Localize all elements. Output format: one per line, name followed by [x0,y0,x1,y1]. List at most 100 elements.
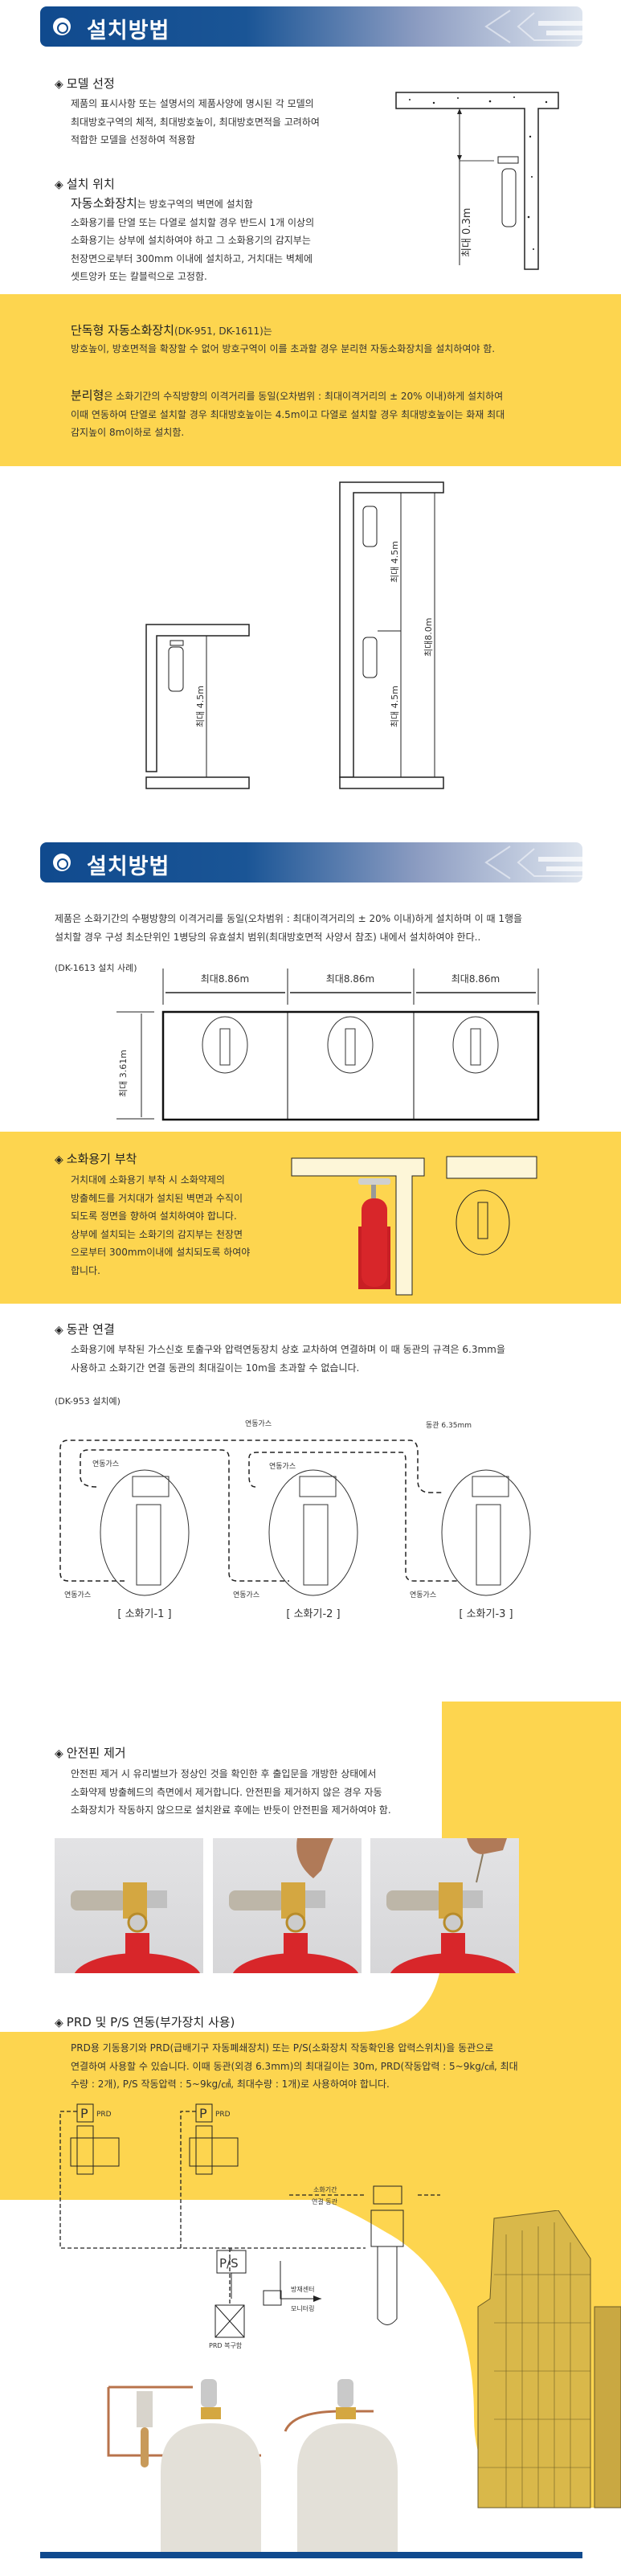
separate-bold: 분리형 [71,388,104,403]
ps-label: P/S [219,2256,239,2271]
model-heading: ◈모델 선정 [55,75,115,92]
gas-label: 연동가스 [245,1419,272,1428]
copper-heading: ◈동관 연결 [55,1321,115,1337]
example-label: (DK-1613 설치 사례) [55,963,137,973]
diamond-bullet-icon: ◈ [55,1153,63,1166]
pipe-label: 연결 동관 [312,2197,338,2205]
diamond-bullet-icon: ◈ [55,1747,63,1760]
spacing-label: 최대8.86m [201,973,250,985]
text-line: 방출헤드를 거치대가 설치된 벽면과 수직이 [71,1192,243,1204]
lead-bold: 자동소화장치 [71,196,137,211]
double-row-diagram: 최대 4.5m 최대 4.5m 최대8.0m [339,481,444,789]
model-text: 제품의 표시사항 또는 설명서의 제품사양에 명시된 각 모델의 최대방호구역의… [71,95,320,149]
info-band [0,294,621,466]
diamond-bullet-icon: ◈ [55,1324,63,1337]
position-text: 자동소화장치는 방호구역의 벽면에 설치함 소화용기를 단열 또는 다열로 설치… [71,195,314,286]
section-header: 설치방법 [40,6,582,47]
circle-arrow-icon [53,854,71,871]
separate-rest: 은 소화기간의 수직방향의 이격거리를 동일(오차범위 : 최대이격거리의 ± … [104,391,504,402]
circle-arrow-icon [53,18,71,35]
diamond-bullet-icon: ◈ [55,2017,63,2029]
height-diagrams: 최대 4.5m 최대 4.5m 최대 4.5m 최대8.0m [145,481,444,789]
text-line: 제품은 소화기간의 수평방향의 이격거리를 동일(오차범위 : 최대이격거리의 … [55,913,523,924]
text-line: 소화약제 방출헤드의 측면에서 제거합니다. 안전핀을 제거하지 않은 경우 자… [71,1786,382,1798]
spacing-diagram: 최대8.86m 최대8.86m 최대8.86m 최대 3.61m [116,969,540,1121]
height-label: 최대 4.5m [390,686,400,727]
copper-text: 소화용기에 부착된 가스신호 토출구와 압력연동장치 상호 교차하여 연결하며 … [71,1341,505,1377]
pipe-label: 소화기간 [313,2185,337,2193]
text-line: 감지높이 8m이하로 설치함. [71,427,185,438]
standalone-bold: 단독형 자동소화장치 [71,323,174,338]
prd-symbol: P [199,2106,207,2121]
pin-text: 안전핀 제거 시 유리벌브가 정상인 것을 확인한 후 출입문을 개방한 상태에… [71,1765,391,1820]
separate-text: 분리형은 소화기간의 수직방향의 이격거리를 동일(오차범위 : 최대이격거리의… [71,387,505,442]
position-heading: ◈설치 위치 [55,175,115,192]
text-line: 연결하여 사용할 수 있습니다. 이때 동관(외경 6.3mm)의 최대길이는 … [71,2060,518,2072]
mount-heading: ◈소화용기 부착 [55,1150,137,1167]
standalone-rest: (DK-951, DK-1611)는 [174,326,272,337]
text-line: 거치대에 소화용기 부착 시 소화약제의 [71,1174,225,1186]
prd-label: PRD [215,2111,231,2119]
prd-heading: ◈PRD 및 P/S 연동(부가장치 사용) [55,2013,235,2030]
gas-label: 연동가스 [233,1591,259,1599]
text-line: 제품의 표시사항 또는 설명서의 제품사양에 명시된 각 모델의 [71,98,314,109]
gas-label: 연동가스 [269,1462,296,1471]
diamond-bullet-icon: ◈ [55,78,63,91]
text-line: 이때 연동하여 단열로 설치할 경우 최대방호높이는 4.5m이고 다열로 설치… [71,408,505,420]
max-height-label: 최대 0.3m [461,208,473,257]
pin-photo-3 [370,1838,519,1973]
height-label: 최대 4.5m [390,541,400,583]
prd-text: PRD용 기동용기와 PRD(급배기구 자동폐쇄장치) 또는 P/S(소화장치 … [71,2039,518,2094]
unit-label: [ 소화기-3 ] [459,1608,513,1620]
position-heading-text: 설치 위치 [66,177,115,191]
text-line: 되도록 정면을 향하여 설치하여야 합니다. [71,1210,237,1222]
depth-label: 최대 3.61m [118,1050,129,1097]
text-line: 최대방호구역의 체적, 최대방호높이, 최대방호면적을 고려하여 [71,116,320,128]
pipe-label: 동관 6.35mm [426,1421,472,1430]
diamond-bullet-icon: ◈ [55,178,63,191]
cylinders-photo [107,2379,398,2553]
section-title: 설치방법 [87,18,170,43]
prd-heading-text: PRD 및 P/S 연동(부가장치 사용) [66,2015,235,2029]
prd-diagram: P P PRD PRD P/S 소화기간 연결 동관 방재센터 모니터링 PRD… [59,2103,440,2349]
height-label: 최대 4.5m [195,686,206,727]
text-line: PRD용 기동용기와 PRD(급배기구 자동폐쇄장치) 또는 P/S(소화장치 … [71,2042,494,2054]
text-line: 설치할 경우 구성 최소단위인 1병당의 유효설치 범위(최대방호면적 사양서 … [55,931,481,943]
text-line: 적합한 모델을 선정하여 적용함 [71,134,195,145]
mount-heading-text: 소화용기 부착 [66,1152,137,1166]
prd-symbol: P [80,2106,88,2121]
unit-label: [ 소화기-2 ] [286,1608,340,1620]
text-line: 소화용기는 상부에 설치하여야 하고 그 소화용기의 감지부는 [71,235,311,246]
pin-photo-1 [55,1838,203,1973]
spacing-label: 최대8.86m [326,973,375,985]
gas-label: 연동가스 [410,1591,436,1599]
gas-label: 연동가스 [64,1591,91,1599]
text-line: 수량 : 2개), P/S 작동압력 : 5~9kg/㎠, 최대수량 : 1개)… [71,2078,390,2090]
text-line: 사용하고 소화기간 연결 동관의 최대길이는 10m을 초과할 수 없습니다. [71,1362,360,1374]
prd-label: PRD [96,2111,112,2119]
pin-heading: ◈안전핀 제거 [55,1744,126,1761]
arrows-decoration-icon [484,846,582,879]
reset-box-label: PRD 복구함 [209,2342,243,2349]
ceiling-mount-diagram: 최대 0.3m [395,92,559,270]
intro-text: 제품은 소화기간의 수평방향의 이격거리를 동일(오차범위 : 최대이격거리의 … [55,910,522,946]
text-line: 상부에 설치되는 소화기의 감지부는 천장면 [71,1228,243,1240]
model-heading-text: 모델 선정 [66,76,115,91]
monitor-label: 방재센터 [291,2285,314,2293]
text-line: 셋트앙카 또는 칼블럭으로 고정함. [71,271,207,282]
text-line: 천장면으로부터 300mm 이내에 설치하고, 거치대는 벽체에 [71,252,313,264]
building-image [477,2210,621,2508]
mount-text: 거치대에 소화용기 부착 시 소화약제의 방출헤드를 거치대가 설치된 벽면과 … [71,1171,250,1280]
single-row-diagram: 최대 4.5m [145,624,250,789]
text-line: 안전핀 제거 시 유리벌브가 정상인 것을 확인한 후 출입문을 개방한 상태에… [71,1768,377,1779]
text-line: 소화용기를 단열 또는 다열로 설치할 경우 반드시 1개 이상의 [71,216,315,228]
text-line: 소화용기에 부착된 가스신호 토출구와 압력연동장치 상호 교차하여 연결하며 … [71,1344,505,1355]
mount-illustration [291,1156,537,1296]
bottom-divider [40,2552,582,2558]
gas-label: 연동가스 [92,1460,119,1468]
arrows-decoration-icon [484,10,582,43]
text-line: 으로부터 300mm이내에 설치되도록 하여야 [71,1247,251,1258]
text-line: 방호높이, 방호면적을 확장할 수 없어 방호구역이 이를 초과할 경우 분리현… [71,343,496,354]
monitor-label: 모니터링 [291,2304,314,2312]
section-title: 설치방법 [87,854,170,879]
